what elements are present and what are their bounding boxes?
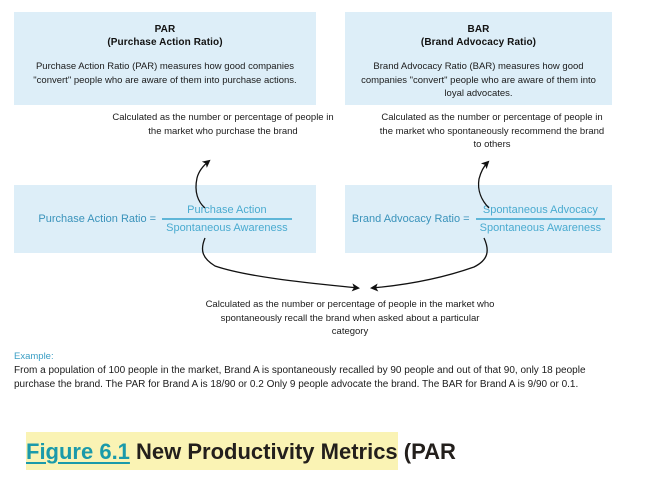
example-label: Example: [14, 351, 54, 362]
par-abbr: PAR [154, 24, 176, 35]
par-expansion: (Purchase Action Ratio) [107, 37, 223, 48]
bar-description: Brand Advocacy Ratio (BAR) measures how … [361, 61, 596, 99]
figure-number-link[interactable]: Figure 6.1 [26, 439, 130, 464]
par-panel-title: PAR (Purchase Action Ratio) [14, 23, 316, 49]
par-calculation-note: Calculated as the number or percentage o… [112, 112, 334, 137]
bar-abbr: BAR [467, 24, 490, 35]
bar-formula-fraction: Spontaneous Advocacy Spontaneous Awarene… [475, 202, 606, 236]
par-fraction-bar [162, 218, 292, 220]
par-formula-denominator: Spontaneous Awareness [166, 221, 288, 234]
figure-caption-highlight: Figure 6.1 New Productivity Metrics [26, 432, 398, 470]
bar-panel-title: BAR (Brand Advocacy Ratio) [345, 23, 612, 49]
par-formula-lhs: Purchase Action Ratio = [38, 213, 157, 225]
par-formula-fraction: Purchase Action Spontaneous Awareness [162, 202, 292, 236]
bar-fraction-bar [475, 218, 606, 220]
bar-calculation-note: Calculated as the number or percentage o… [379, 112, 605, 150]
example-block: Example: From a population of 100 people… [14, 350, 614, 391]
par-formula-panel: Purchase Action Ratio = Purchase Action … [14, 185, 316, 253]
bar-formula-panel: Brand Advocacy Ratio = Spontaneous Advoc… [345, 185, 612, 253]
figure-caption-suffix: (PAR [397, 439, 456, 464]
example-text: From a population of 100 people in the m… [14, 365, 586, 390]
spontaneous-awareness-note: Calculated as the number or percentage o… [205, 299, 495, 337]
par-definition-panel: PAR (Purchase Action Ratio) Purchase Act… [14, 12, 316, 105]
figure-caption-title: New Productivity Metrics [129, 439, 398, 464]
par-description: Purchase Action Ratio (PAR) measures how… [33, 61, 297, 86]
bar-formula-lhs: Brand Advocacy Ratio = [351, 213, 470, 225]
par-formula-numerator: Purchase Action [187, 204, 267, 217]
bar-formula-numerator: Spontaneous Advocacy [482, 204, 598, 217]
bar-formula-denominator: Spontaneous Awareness [479, 221, 602, 234]
figure-caption: Figure 6.1 New Productivity Metrics (PAR [26, 432, 456, 472]
bar-expansion: (Brand Advocacy Ratio) [420, 37, 537, 48]
bar-definition-panel: BAR (Brand Advocacy Ratio) Brand Advocac… [345, 12, 612, 105]
